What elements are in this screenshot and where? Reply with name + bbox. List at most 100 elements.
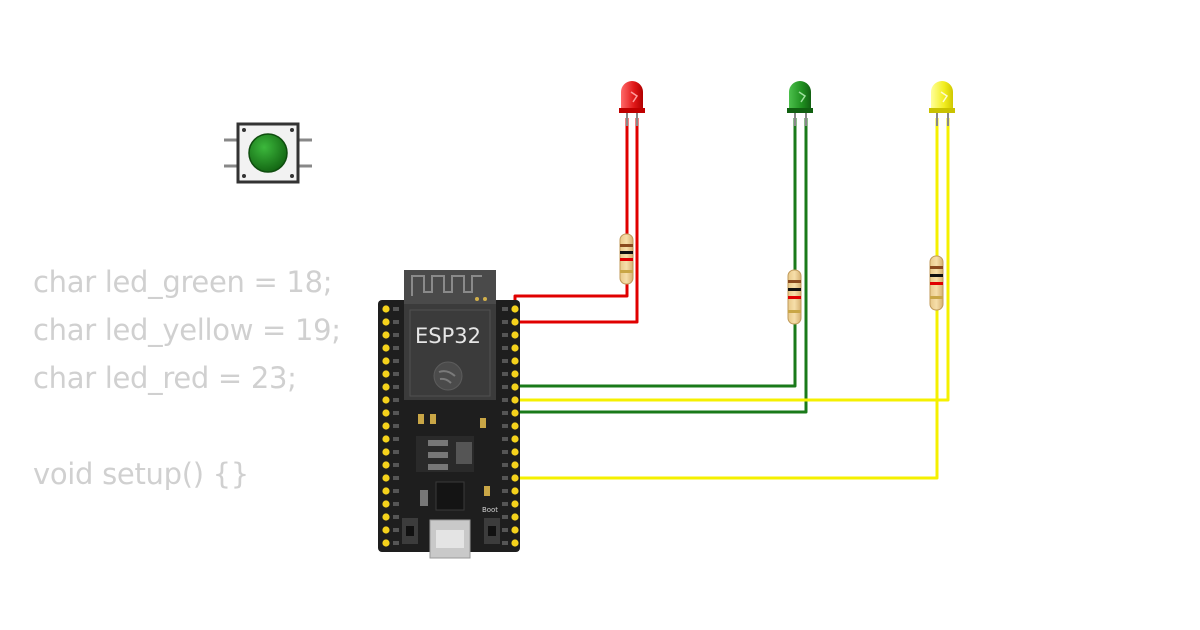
pin-silkscreen bbox=[502, 385, 508, 389]
wire-green-1 bbox=[515, 118, 797, 388]
code-line: char led_red = 23; bbox=[33, 361, 297, 395]
pin-silkscreen bbox=[502, 515, 508, 519]
pin-silkscreen bbox=[393, 463, 399, 467]
header-pin[interactable] bbox=[382, 305, 390, 313]
header-pin[interactable] bbox=[382, 539, 390, 547]
resistor[interactable] bbox=[787, 269, 802, 325]
pin-silkscreen bbox=[393, 437, 399, 441]
green-led[interactable] bbox=[787, 81, 813, 126]
header-pin[interactable] bbox=[382, 383, 390, 391]
boot-label: Boot bbox=[482, 506, 498, 514]
header-pin[interactable] bbox=[511, 513, 519, 521]
header-pin[interactable] bbox=[511, 474, 519, 482]
header-pin[interactable] bbox=[382, 318, 390, 326]
header-pin[interactable] bbox=[382, 435, 390, 443]
pin-silkscreen bbox=[393, 411, 399, 415]
pin-silkscreen bbox=[502, 333, 508, 337]
pin-silkscreen bbox=[502, 411, 508, 415]
header-pin[interactable] bbox=[382, 331, 390, 339]
header-pin[interactable] bbox=[382, 513, 390, 521]
pin-silkscreen bbox=[393, 385, 399, 389]
header-pin[interactable] bbox=[382, 500, 390, 508]
pushbutton[interactable] bbox=[224, 122, 312, 184]
pin-silkscreen bbox=[502, 489, 508, 493]
header-pin[interactable] bbox=[511, 422, 519, 430]
header-pin[interactable] bbox=[382, 474, 390, 482]
header-pin[interactable] bbox=[511, 370, 519, 378]
pin-silkscreen bbox=[393, 307, 399, 311]
pin-silkscreen bbox=[502, 541, 508, 545]
header-pin[interactable] bbox=[511, 305, 519, 313]
wire-green-2 bbox=[515, 118, 808, 414]
module-label: ESP32 bbox=[415, 324, 481, 348]
header-pin[interactable] bbox=[382, 357, 390, 365]
header-pin[interactable] bbox=[382, 344, 390, 352]
pin-silkscreen bbox=[393, 424, 399, 428]
red-led[interactable] bbox=[619, 81, 645, 126]
code-overlay: char led_green = 18; char led_yellow = 1… bbox=[33, 258, 341, 498]
wire-red-1 bbox=[513, 118, 629, 309]
header-pin[interactable] bbox=[511, 357, 519, 365]
header-pin[interactable] bbox=[511, 318, 519, 326]
pin-silkscreen bbox=[502, 307, 508, 311]
header-pin[interactable] bbox=[382, 448, 390, 456]
pin-silkscreen bbox=[502, 372, 508, 376]
header-pin[interactable] bbox=[511, 539, 519, 547]
pin-silkscreen bbox=[502, 463, 508, 467]
pin-silkscreen bbox=[393, 489, 399, 493]
pin-silkscreen bbox=[393, 502, 399, 506]
esp32-board[interactable]: ESP32 Boot bbox=[378, 270, 520, 559]
header-pin[interactable] bbox=[511, 409, 519, 417]
pin-silkscreen bbox=[393, 398, 399, 402]
pin-silkscreen bbox=[502, 320, 508, 324]
code-line: char led_yellow = 19; bbox=[33, 313, 341, 347]
espressif-logo-icon bbox=[433, 361, 463, 391]
pin-silkscreen bbox=[393, 515, 399, 519]
pin-silkscreen bbox=[502, 424, 508, 428]
header-pin[interactable] bbox=[511, 331, 519, 339]
wire-red-2 bbox=[515, 118, 639, 324]
header-pin[interactable] bbox=[382, 422, 390, 430]
pin-silkscreen bbox=[393, 476, 399, 480]
header-pin[interactable] bbox=[511, 487, 519, 495]
header-pin[interactable] bbox=[511, 500, 519, 508]
pin-silkscreen bbox=[393, 450, 399, 454]
pin-silkscreen bbox=[393, 320, 399, 324]
header-pin[interactable] bbox=[511, 461, 519, 469]
button-cap bbox=[248, 133, 288, 173]
pin-silkscreen bbox=[502, 528, 508, 532]
pin-silkscreen bbox=[502, 359, 508, 363]
pin-silkscreen bbox=[393, 346, 399, 350]
pin-silkscreen bbox=[502, 502, 508, 506]
pin-silkscreen bbox=[502, 437, 508, 441]
header-pin[interactable] bbox=[511, 383, 519, 391]
wire-yellow-2 bbox=[515, 118, 950, 402]
header-pin[interactable] bbox=[382, 526, 390, 534]
pin-silkscreen bbox=[393, 528, 399, 532]
header-pin[interactable] bbox=[382, 487, 390, 495]
code-line: void setup() {} bbox=[33, 457, 249, 491]
pin-silkscreen bbox=[393, 372, 399, 376]
pin-silkscreen bbox=[502, 476, 508, 480]
header-pin[interactable] bbox=[382, 396, 390, 404]
header-pin[interactable] bbox=[511, 344, 519, 352]
header-pin[interactable] bbox=[382, 409, 390, 417]
header-pin[interactable] bbox=[511, 448, 519, 456]
code-line: char led_green = 18; bbox=[33, 265, 333, 299]
yellow-led[interactable] bbox=[929, 81, 955, 126]
header-pin[interactable] bbox=[382, 461, 390, 469]
pin-silkscreen bbox=[502, 346, 508, 350]
header-pin[interactable] bbox=[511, 526, 519, 534]
pin-silkscreen bbox=[502, 450, 508, 454]
pin-silkscreen bbox=[393, 541, 399, 545]
pin-silkscreen bbox=[393, 333, 399, 337]
header-pin[interactable] bbox=[511, 435, 519, 443]
wire-yellow-1 bbox=[386, 118, 939, 480]
header-pin[interactable] bbox=[511, 396, 519, 404]
pin-silkscreen bbox=[393, 359, 399, 363]
resistor[interactable] bbox=[619, 233, 634, 285]
resistor[interactable] bbox=[929, 255, 944, 311]
header-pin[interactable] bbox=[382, 370, 390, 378]
pin-silkscreen bbox=[502, 398, 508, 402]
